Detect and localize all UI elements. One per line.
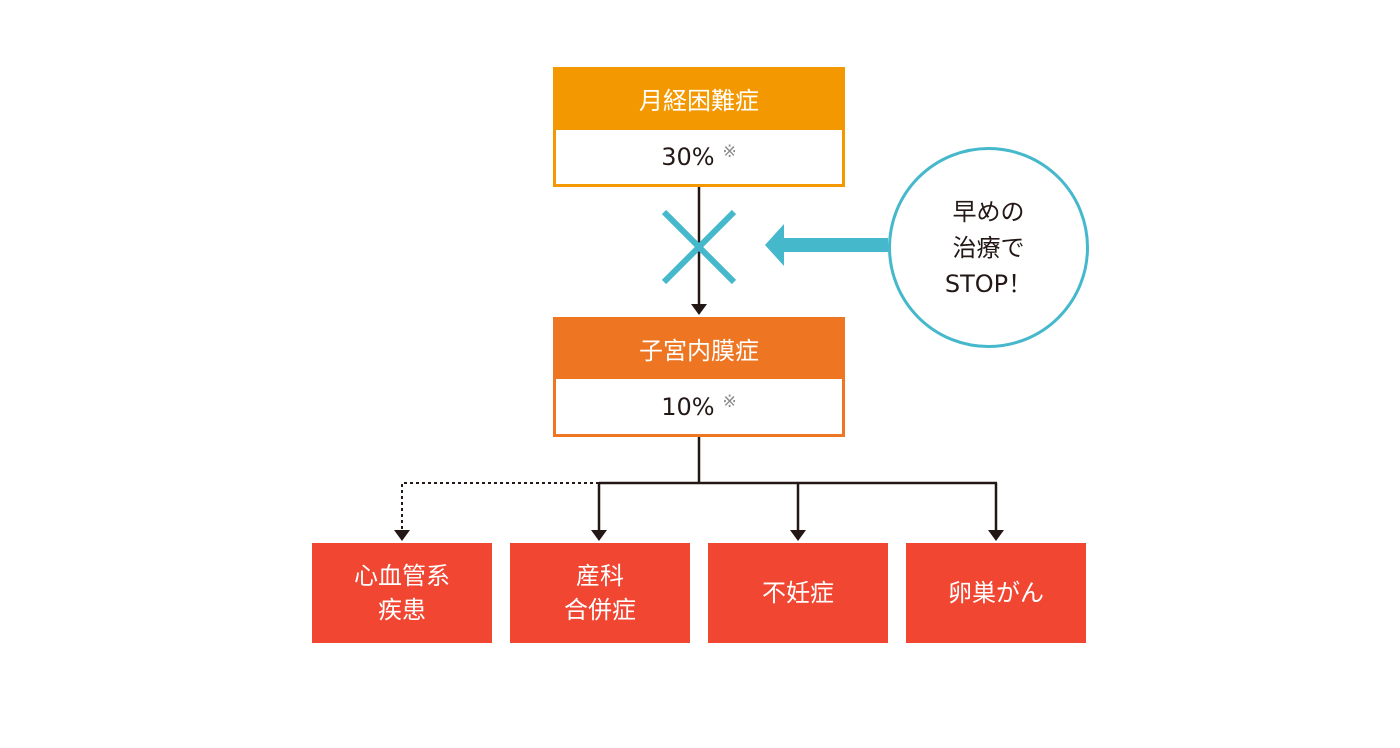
connector-dotted-cardio (401, 482, 599, 531)
endometriosis-note-mark: ※ (722, 391, 737, 412)
dysmenorrhea-title: 月経困難症 (639, 87, 759, 115)
endometriosis-title: 子宮内膜症 (639, 336, 759, 365)
outcome-cardiovascular-line-2: 疾患 (378, 596, 426, 624)
stop-bubble-line-2: 治療で (952, 233, 1025, 262)
dysmenorrhea-box: 月経困難症 30% ※ (553, 67, 845, 187)
outcome-cardiovascular-disease: 心血管系 疾患 (312, 543, 492, 643)
outcome-obstetric-complications: 産科 合併症 (510, 543, 690, 643)
dysmenorrhea-rate: 30% ※ (556, 130, 842, 184)
arrowhead-infertility (790, 530, 806, 541)
outcome-obstetric-line-2: 合併症 (564, 596, 636, 624)
dysmenorrhea-rate-value: 30% (661, 143, 715, 171)
block-x-icon (661, 209, 737, 285)
endometriosis-rate: 10% ※ (556, 379, 842, 434)
arrowhead-ovarian (988, 530, 1004, 541)
dysmenorrhea-note-mark: ※ (722, 142, 737, 162)
endometriosis-box: 子宮内膜症 10% ※ (553, 317, 845, 437)
arrowhead-cardio (394, 530, 410, 541)
arrowhead-to-endometriosis (691, 304, 707, 315)
stop-bubble-line-3: STOP！ (944, 269, 1033, 298)
endometriosis-rate-value: 10% (661, 392, 715, 421)
outcome-ovarian-cancer: 卵巣がん (906, 543, 1086, 643)
outcome-infertility-label: 不妊症 (762, 579, 834, 607)
stop-arrow-icon (765, 224, 888, 266)
outcome-ovarian-cancer-label: 卵巣がん (948, 579, 1044, 607)
early-treatment-stop-bubble: 早めの 治療で STOP！ (888, 147, 1089, 348)
stop-bubble-line-1: 早めの (952, 197, 1025, 226)
outcome-obstetric-line-1: 産科 (576, 562, 624, 590)
arrowhead-obstetric (591, 530, 607, 541)
outcome-infertility: 不妊症 (708, 543, 888, 643)
outcome-cardiovascular-line-1: 心血管系 (354, 562, 450, 590)
